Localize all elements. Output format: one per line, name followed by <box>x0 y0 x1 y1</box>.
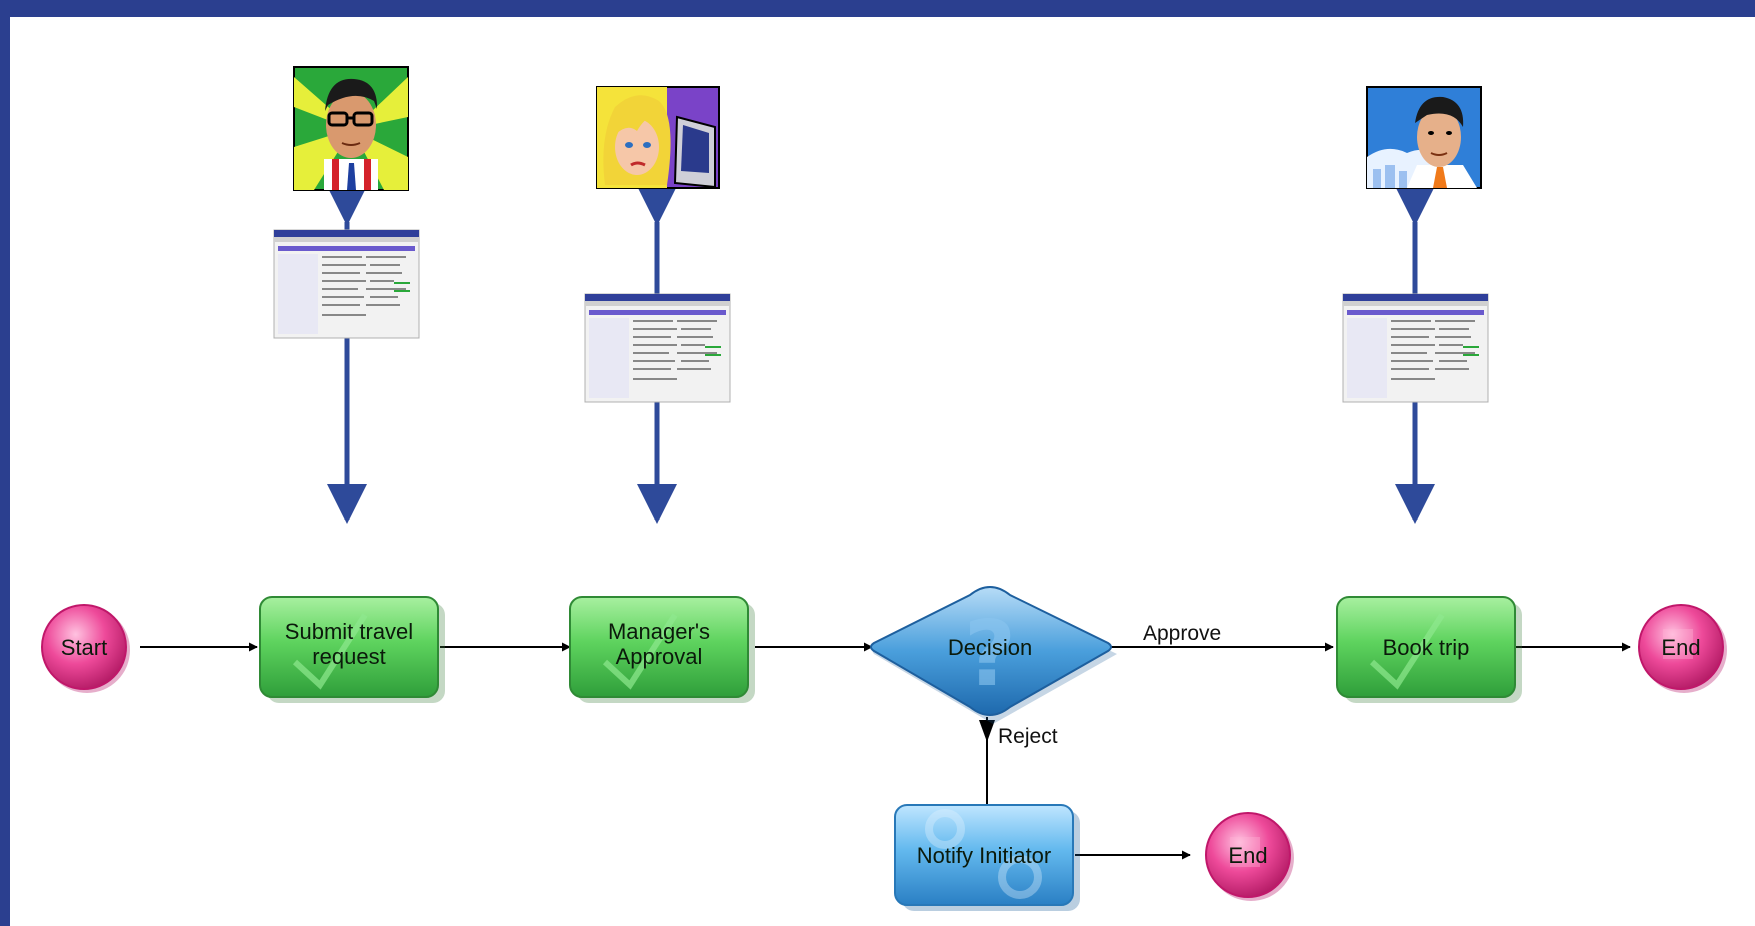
diagram-canvas: Start Submit travel request Manager's Ap… <box>10 17 1755 926</box>
reject-arrowhead <box>979 720 995 742</box>
question-watermark-icon: ? <box>964 602 1016 707</box>
role-connectors <box>327 186 1435 524</box>
approve-edge-label: Approve <box>1143 622 1221 645</box>
form-screenshot-approval <box>584 293 731 403</box>
check-watermark-icon <box>292 613 368 690</box>
stop-watermark-icon <box>1230 837 1260 867</box>
end-node-reject[interactable]: End <box>1205 812 1294 901</box>
submit-travel-request-task[interactable]: Submit travel request <box>259 596 445 703</box>
gear-watermark-icon <box>925 809 1042 899</box>
approval-label-line1: Manager's <box>608 619 710 644</box>
decision-label: Decision <box>948 635 1032 660</box>
managers-approval-task[interactable]: Manager's Approval <box>569 596 755 703</box>
travel-agent-portrait-icon <box>1366 86 1482 189</box>
decision-gateway[interactable]: ? Decision <box>870 585 1117 724</box>
end-label-2: End <box>1228 843 1267 868</box>
form-screenshot-book <box>1342 293 1489 403</box>
start-node[interactable]: Start <box>41 604 130 693</box>
notify-initiator-task[interactable]: Notify Initiator <box>894 804 1080 911</box>
end-node-approve[interactable]: End <box>1638 604 1727 693</box>
reject-edge-label: Reject <box>998 725 1058 748</box>
stop-watermark-icon <box>1663 629 1693 659</box>
manager-portrait-icon <box>596 86 720 189</box>
start-label: Start <box>61 635 107 660</box>
submit-label-line2: request <box>312 644 385 669</box>
end-label-1: End <box>1661 635 1700 660</box>
book-trip-task[interactable]: Book trip <box>1336 596 1522 703</box>
check-watermark-icon <box>1369 613 1445 690</box>
approval-label-line2: Approval <box>616 644 703 669</box>
employee-portrait-icon <box>293 66 409 191</box>
workflow-diagram: Start Submit travel request Manager's Ap… <box>41 66 1727 911</box>
notify-label: Notify Initiator <box>917 843 1052 868</box>
check-watermark-icon <box>602 613 678 690</box>
submit-label-line1: Submit travel <box>285 619 413 644</box>
form-screenshot-submit <box>273 229 420 339</box>
book-trip-label: Book trip <box>1383 635 1470 660</box>
